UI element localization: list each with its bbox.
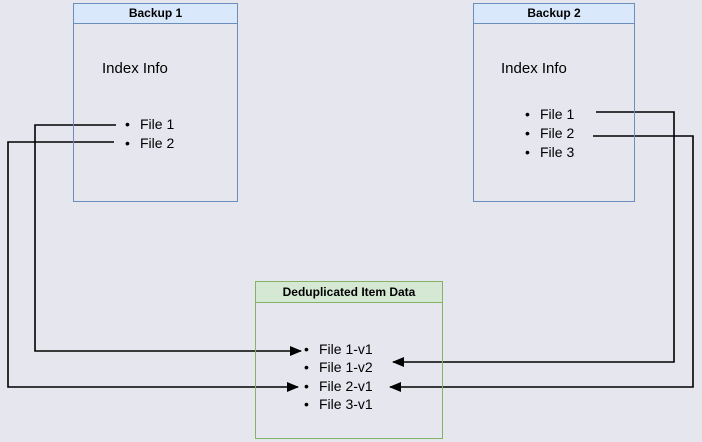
backup2-file-list: • File 1 • File 2 • File 3	[525, 105, 574, 162]
bullet-icon: •	[525, 106, 530, 122]
bullet-icon: •	[304, 359, 309, 376]
file-label: File 2	[140, 135, 175, 151]
file-version-label: File 2-v1	[319, 377, 373, 394]
list-item: • File 1-v1	[304, 340, 373, 358]
list-item: • File 3	[525, 143, 574, 162]
bullet-icon: •	[125, 116, 130, 132]
file-label: File 2	[540, 125, 575, 141]
bullet-icon: •	[304, 377, 309, 394]
backup1-file-list: • File 1 • File 2	[125, 115, 174, 153]
list-item: • File 1-v2	[304, 358, 373, 376]
list-item: • File 2	[525, 124, 574, 143]
bullet-icon: •	[125, 135, 130, 151]
file-version-label: File 3-v1	[319, 396, 373, 413]
bullet-icon: •	[525, 144, 530, 160]
file-version-label: File 1-v1	[319, 341, 373, 357]
list-item: • File 3-v1	[304, 395, 373, 413]
list-item: • File 2-v1	[304, 377, 373, 395]
deduplicated-item-data-box: Deduplicated Item Data • File 1-v1 • Fil…	[255, 281, 443, 439]
bullet-icon: •	[304, 396, 309, 413]
backup1-header: Backup 1	[74, 4, 237, 24]
list-item: • File 1	[525, 105, 574, 124]
dedup-file-list: • File 1-v1 • File 1-v2 • File 2-v1 • Fi…	[304, 340, 373, 414]
bullet-icon: •	[304, 341, 309, 357]
file-label: File 1	[140, 116, 175, 132]
backup2-header: Backup 2	[474, 4, 634, 24]
backup2-box: Backup 2 Index Info • File 1 • File 2 • …	[473, 3, 635, 202]
backup2-index-info-label: Index Info	[501, 60, 567, 77]
list-item: • File 2	[125, 134, 174, 153]
backup1-box: Backup 1 Index Info • File 1 • File 2	[73, 3, 238, 202]
dedup-header: Deduplicated Item Data	[256, 282, 442, 303]
backup1-index-info-label: Index Info	[102, 60, 168, 77]
file-label: File 3	[540, 144, 575, 160]
bullet-icon: •	[525, 125, 530, 141]
list-item: • File 1	[125, 115, 174, 134]
file-version-label: File 1-v2	[319, 359, 373, 376]
file-label: File 1	[540, 106, 575, 122]
